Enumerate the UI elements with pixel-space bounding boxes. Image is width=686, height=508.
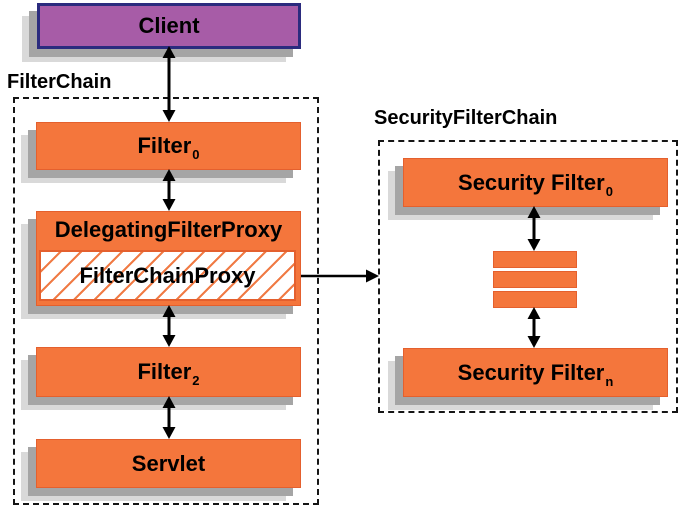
securityfilterchain-container — [378, 140, 678, 413]
security-filter0-label-base: Security Filter — [458, 169, 605, 195]
security-filtern-box: Security Filtern — [403, 348, 668, 397]
servlet-label: Servlet — [131, 450, 206, 476]
filter2-label: Filter2 — [137, 359, 200, 388]
filter2-box: Filter2 — [36, 347, 301, 397]
filter0-label-sub: 0 — [192, 147, 200, 162]
client-label: Client — [138, 13, 200, 38]
security-filtern-label-base: Security Filter — [457, 359, 605, 385]
filterchain-container — [13, 97, 319, 505]
securityfilterchain-label: SecurityFilterChain — [374, 107, 558, 129]
filter2-label-base: Filter — [137, 359, 192, 384]
security-filtern-label-sub: n — [605, 373, 614, 389]
filter2-label-sub: 2 — [192, 373, 200, 388]
delegating-filter-proxy-label: DelegatingFilterProxy — [54, 217, 283, 242]
security-filter0-box: Security Filter0 — [403, 158, 668, 207]
ellipsis-bar — [493, 251, 577, 268]
security-filter0-label: Security Filter0 — [458, 169, 613, 199]
filter0-label-base: Filter — [137, 133, 192, 158]
delegating-filter-proxy-box: DelegatingFilterProxy FilterChainProxy — [36, 211, 301, 306]
ellipsis-bar — [493, 271, 577, 288]
filter0-box: Filter0 — [36, 122, 301, 170]
filter-chain-proxy-box: FilterChainProxy — [39, 250, 296, 301]
filter0-label: Filter0 — [137, 133, 200, 162]
security-filter0-label-sub: 0 — [605, 183, 613, 199]
filterchain-label: FilterChain — [7, 71, 112, 93]
servlet-box: Servlet — [36, 439, 301, 488]
ellipsis-bar — [493, 291, 577, 308]
filter-chain-proxy-label: FilterChainProxy — [79, 262, 256, 288]
security-filtern-label: Security Filtern — [457, 359, 614, 389]
client-box: Client — [37, 3, 301, 49]
